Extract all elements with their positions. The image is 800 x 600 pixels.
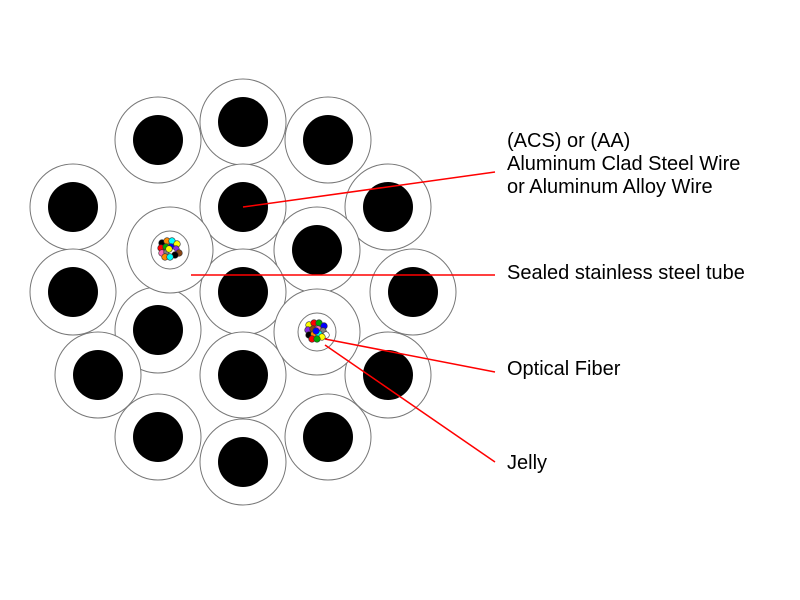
wire-strand xyxy=(199,331,287,419)
leader-line-jelly xyxy=(324,344,496,463)
wire-strand xyxy=(199,248,287,336)
wire-strand xyxy=(54,331,142,419)
stainless-steel-tubes xyxy=(126,206,361,376)
wire-strand xyxy=(284,393,372,481)
steel-tube xyxy=(126,206,214,294)
optical-fiber-bundle xyxy=(157,237,183,261)
wire-strand xyxy=(369,248,457,336)
wire-strand xyxy=(114,393,202,481)
acs-label-line-3: or Aluminum Alloy Wire xyxy=(507,176,713,198)
leader-line-acs xyxy=(242,171,496,208)
jelly-label: Jelly xyxy=(507,452,548,474)
acs-label-line-2: Aluminum Clad Steel Wire xyxy=(507,153,741,175)
wire-strand xyxy=(284,96,372,184)
wire-strand xyxy=(344,163,432,251)
steel-tube xyxy=(273,288,361,376)
wire-strands xyxy=(29,78,457,506)
leader-line-fiber xyxy=(324,338,496,373)
steel-tube-label: Sealed stainless steel tube xyxy=(507,262,745,284)
wire-strand xyxy=(114,286,202,374)
wire-strand xyxy=(114,96,202,184)
wire-strand xyxy=(199,78,287,166)
acs-wire-label: (ACS) or (AA) Aluminum Clad Steel Wire o… xyxy=(507,130,740,199)
optical-fiber-bundle xyxy=(304,319,330,343)
wire-strand xyxy=(344,331,432,419)
optical-fiber-label: Optical Fiber xyxy=(507,358,621,380)
wire-strand xyxy=(273,206,361,294)
wire-strand xyxy=(199,418,287,506)
wire-strand xyxy=(29,163,117,251)
wire-strand xyxy=(29,248,117,336)
leader-lines xyxy=(191,171,496,463)
acs-label-line-1: (ACS) or (AA) xyxy=(507,130,631,152)
